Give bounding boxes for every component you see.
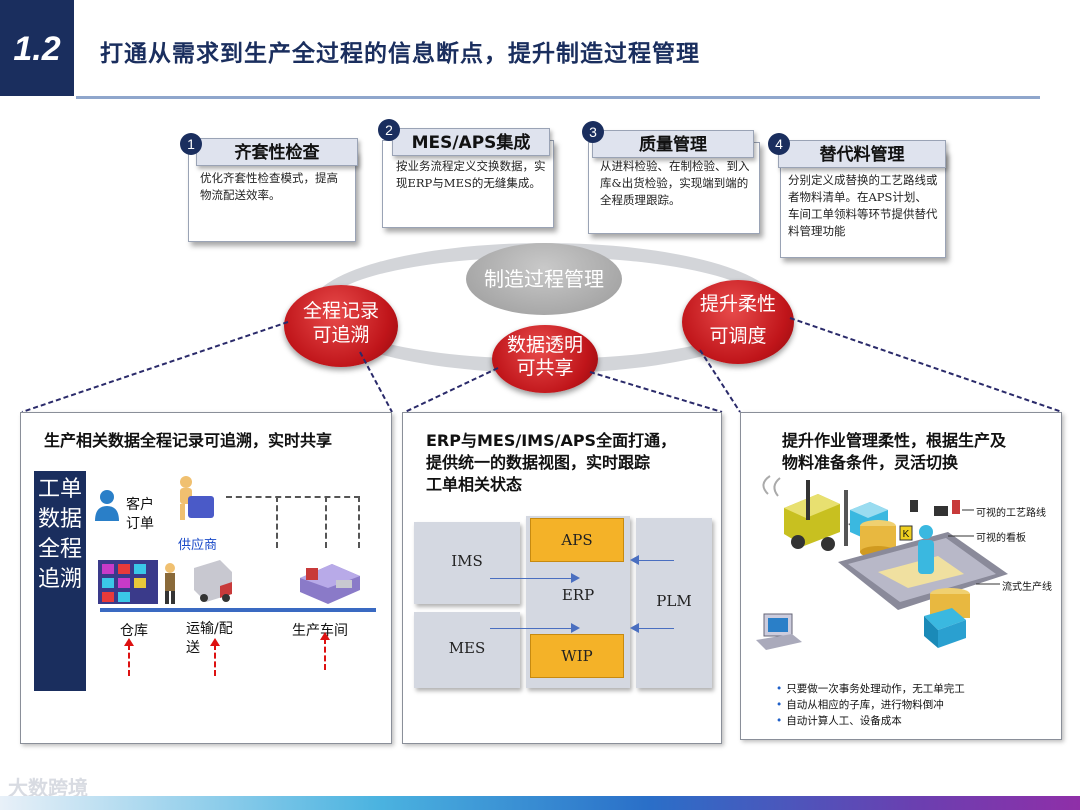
panel-traceability-heading: 生产相关数据全程记录可追溯，实时共享: [44, 430, 332, 452]
benefit-item: 自动从相应的子库，进行物料倒冲: [776, 697, 965, 713]
panel-flexibility-heading-line1: 提升作业管理柔性，根据生产及: [782, 430, 1006, 452]
trace-arrow-workshop: [324, 638, 326, 670]
panel-integration-heading-line3: 工单相关状态: [426, 474, 676, 496]
customer-order-line1: 客户: [126, 496, 154, 515]
panel-integration-heading: ERP与MES/IMS/APS全面打通， 提供统一的数据视图，实时跟踪 工单相关…: [426, 430, 676, 496]
benefit-item: 只要做一次事务处理动作，无工单完工: [776, 681, 965, 697]
customer-order-label: 客户 订单: [126, 496, 154, 534]
label-visible-route: 可视的工艺路线: [976, 504, 1046, 519]
flow-baseline: [100, 608, 376, 612]
warehouse-icon: [98, 558, 184, 606]
supplier-icon: [174, 474, 218, 524]
flow-dash-v1: [276, 496, 278, 548]
arrow-mes-erp: [490, 628, 578, 629]
arrow-plm-erp: [632, 628, 674, 629]
block-mes: MES: [414, 612, 520, 688]
flow-dash-v3: [358, 496, 360, 548]
block-erp-label: ERP: [526, 586, 630, 604]
trace-arrow-transport: [214, 644, 216, 676]
panel-flexibility-heading: 提升作业管理柔性，根据生产及 物料准备条件，灵活切换: [782, 430, 1006, 474]
label-visible-board: 可视的看板: [976, 529, 1026, 544]
transport-line1: 运输/配: [186, 620, 233, 639]
arrow-ims-erp: [490, 578, 578, 579]
machine-icon: [296, 558, 364, 606]
label-flow-line: 流式生产线: [1002, 578, 1052, 593]
panel-integration-heading-line1: ERP与MES/IMS/APS全面打通，: [426, 430, 676, 452]
supplier-label: 供应商: [178, 534, 217, 553]
factory-illustration: K: [748, 470, 1058, 680]
vertical-label-bar: 工单数据全程追溯: [34, 471, 86, 691]
truck-icon: [190, 558, 236, 606]
block-aps: APS: [530, 518, 624, 562]
block-wip: WIP: [530, 634, 624, 678]
panel-integration-heading-line2: 提供统一的数据视图，实时跟踪: [426, 452, 676, 474]
trace-arrow-warehouse: [128, 644, 130, 676]
block-ims: IMS: [414, 522, 520, 604]
arrow-plm-aps: [632, 560, 674, 561]
block-plm: PLM: [636, 518, 712, 688]
benefit-item: 自动计算人工、设备成本: [776, 713, 965, 729]
benefit-list: 只要做一次事务处理动作，无工单完工 自动从相应的子库，进行物料倒冲 自动计算人工…: [776, 681, 965, 729]
k-badge: K: [903, 529, 910, 540]
warehouse-label: 仓库: [120, 620, 148, 640]
flow-dash-h: [226, 496, 360, 498]
footer-gradient-bar: [0, 796, 1080, 810]
flow-dash-v2: [325, 496, 327, 548]
customer-order-line2: 订单: [126, 515, 154, 534]
customer-icon: [94, 488, 120, 522]
